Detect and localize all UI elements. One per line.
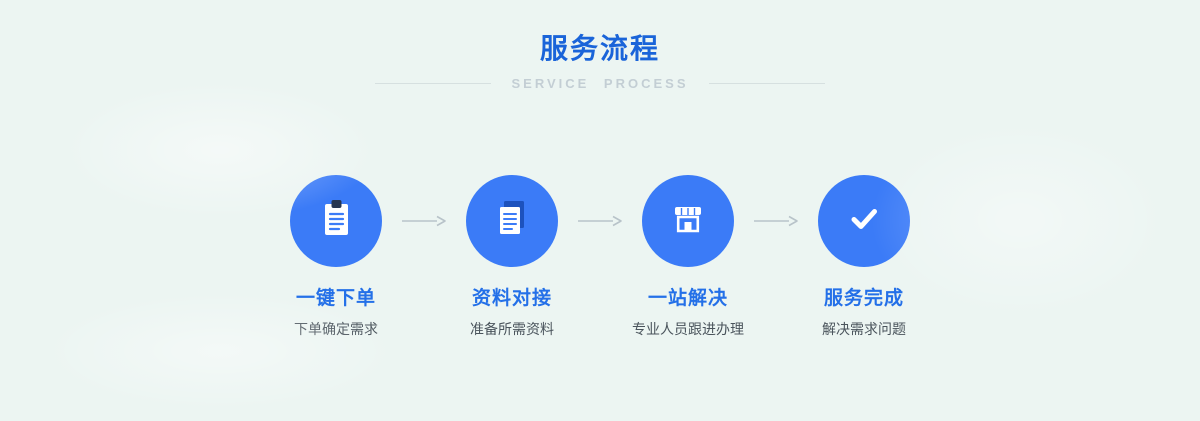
step-desc: 下单确定需求: [294, 321, 378, 337]
checkmark-icon: [840, 195, 888, 248]
process-steps: 一键下单 下单确定需求: [0, 175, 1200, 339]
section-title: 服务流程: [539, 33, 660, 64]
subtitle-divider-left: [375, 83, 492, 84]
step-circle: [818, 175, 910, 267]
step-circle: [642, 175, 734, 267]
subtitle-divider-right: [708, 83, 825, 84]
step-order: 一键下单 下单确定需求: [271, 175, 401, 339]
storefront-icon: [664, 195, 712, 248]
step-title: 一键下单: [295, 288, 376, 309]
arrow-right-icon: [578, 215, 622, 227]
step-complete: 服务完成 解决需求问题: [799, 175, 929, 339]
arrow-right-icon: [754, 215, 798, 227]
documents-icon: [488, 195, 536, 248]
section-subtitle-row: SERVICE PROCESS: [0, 76, 1200, 91]
step-circle: [290, 175, 382, 267]
step-title: 资料对接: [471, 288, 552, 309]
step-circle: [466, 175, 558, 267]
step-desc: 专业人员跟进办理: [632, 321, 744, 337]
step-desc: 准备所需资料: [470, 321, 554, 337]
step-title: 服务完成: [823, 288, 904, 309]
step-desc: 解决需求问题: [822, 321, 906, 337]
step-materials: 资料对接 准备所需资料: [447, 175, 577, 339]
clipboard-icon: [312, 195, 360, 248]
section-header: 服务流程 SERVICE PROCESS: [0, 0, 1200, 91]
arrow-right-icon: [402, 215, 446, 227]
step-onestop: 一站解决 专业人员跟进办理: [623, 175, 753, 339]
step-title: 一站解决: [647, 288, 728, 309]
section-subtitle: SERVICE PROCESS: [511, 76, 689, 91]
